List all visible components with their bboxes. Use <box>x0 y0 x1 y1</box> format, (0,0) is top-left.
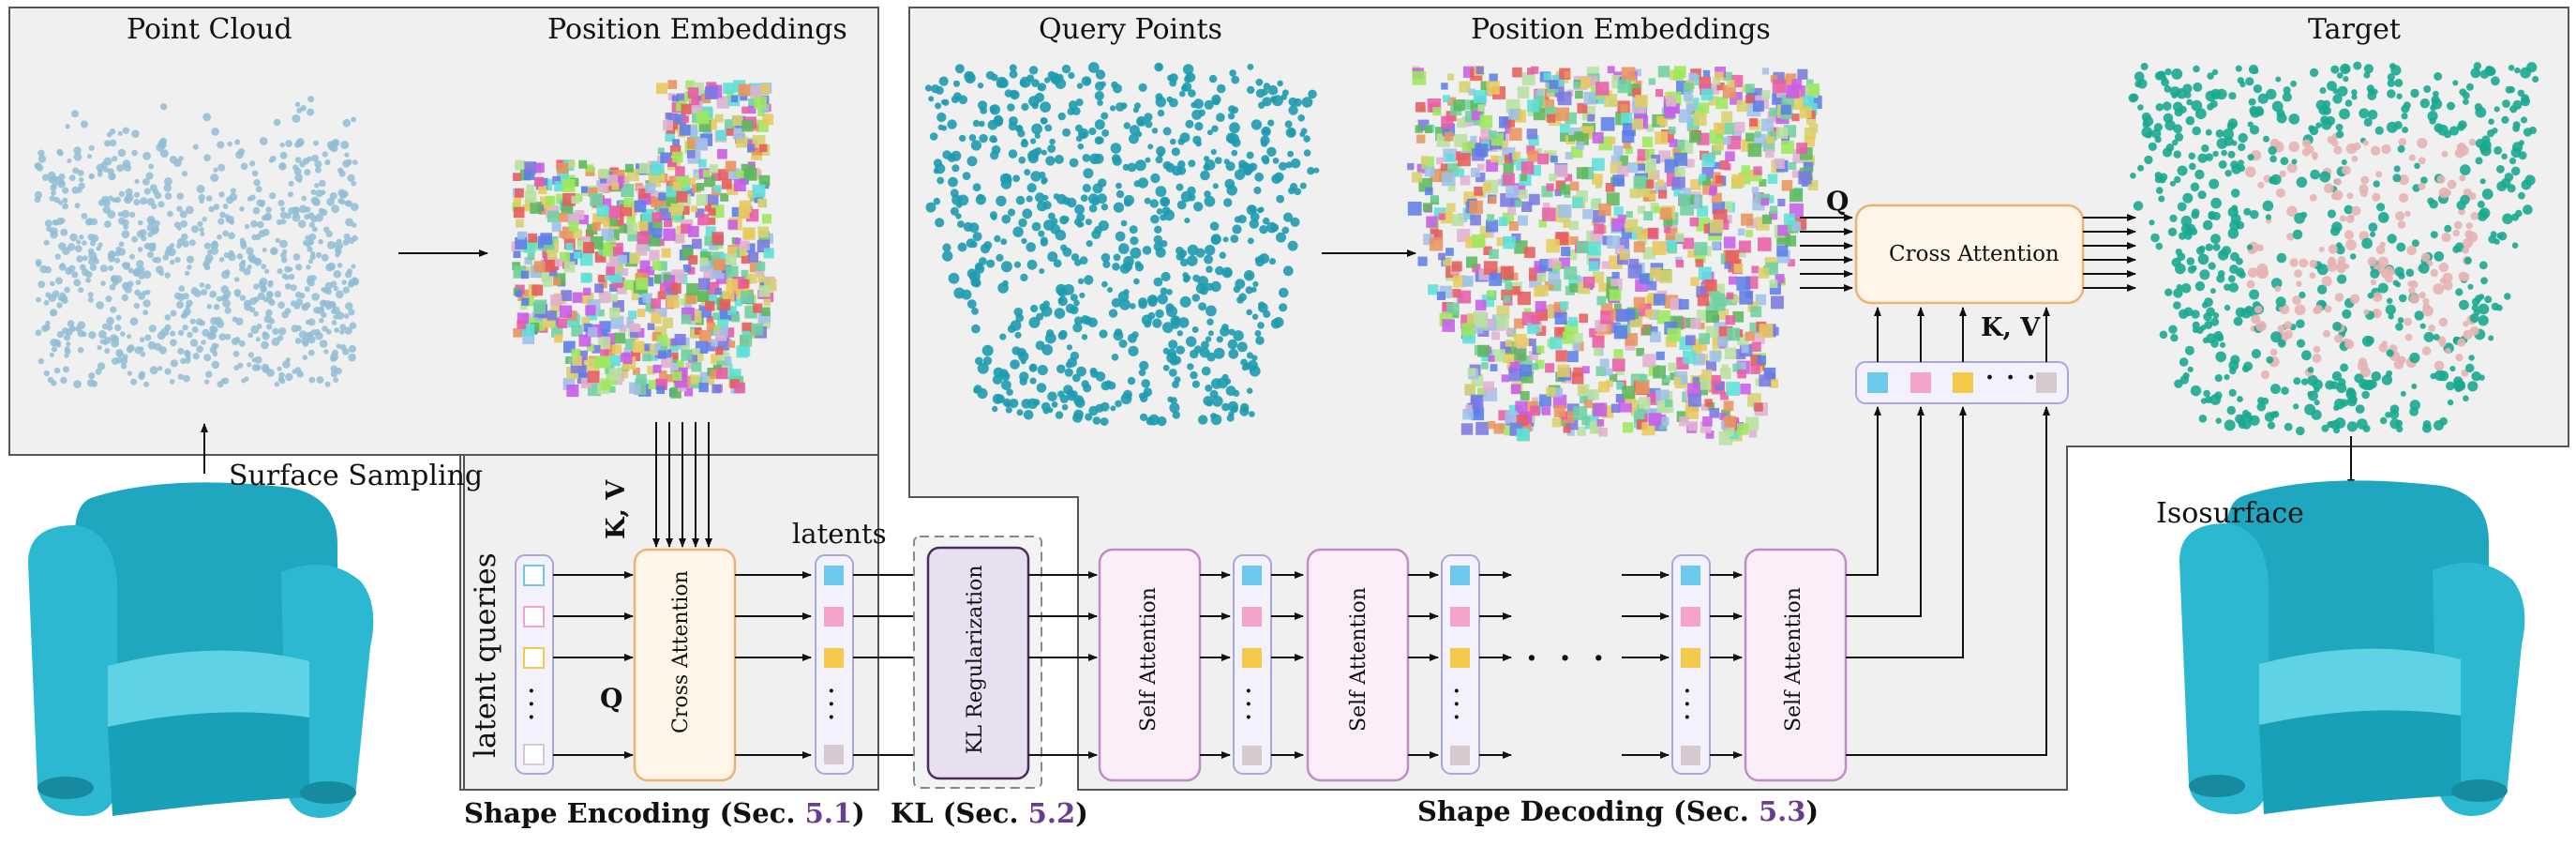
encoder-input-arrows <box>553 571 634 759</box>
shape-encoding-ref[interactable]: 5.1 <box>804 797 853 829</box>
latent-queries-label: latent queries <box>469 552 502 758</box>
encoder-kv-arrows <box>652 422 712 548</box>
encoder-output-arrows <box>735 571 812 759</box>
latents-vdots-2: · · · <box>1245 679 1252 730</box>
latents-label: latents <box>792 518 887 550</box>
kl-output-arrows <box>1028 571 1098 759</box>
kl-close: ) <box>1075 797 1088 829</box>
kl-text: KL (Sec. <box>891 797 1028 829</box>
decoder-cross-attention-label: Cross Attention <box>1889 242 2059 266</box>
latents-vdots-4: · · · <box>1684 679 1691 730</box>
shape-decoding-text: Shape Decoding (Sec. <box>1417 795 1759 827</box>
shape-encoding-caption: Shape Encoding (Sec. 5.1) <box>464 797 865 829</box>
kl-regularization-label: KL Regularization <box>964 565 987 754</box>
self-attention-block <box>1306 548 1410 782</box>
position-embeddings-image <box>511 80 777 399</box>
input-chair-image <box>28 482 374 818</box>
shape-decoding-ref[interactable]: 5.3 <box>1758 795 1806 827</box>
point-cloud-title: Point Cloud <box>127 13 292 46</box>
self-attention-label-2: Self Attention <box>1347 587 1370 732</box>
latents-vdots-3: · · · <box>1453 679 1460 730</box>
decoder-output-arrows <box>2083 214 2136 292</box>
decoder-position-embeddings-title: Position Embeddings <box>1471 13 1771 46</box>
shape-encoding-close: ) <box>852 797 865 829</box>
self-attention-block <box>1098 548 1202 782</box>
decoder-kv-label: K, V <box>1981 313 2041 342</box>
encoder-kv-label: K, V <box>602 479 631 539</box>
decoder-cross-attention-block <box>1854 204 2085 305</box>
decoder-token-ellipsis: · · · <box>1985 364 2038 392</box>
decoder-q-label: Q <box>1826 186 1850 217</box>
latent-to-kv-arrow <box>1846 406 2050 756</box>
latent-to-kv-arrow <box>1846 406 1925 617</box>
encoder-cross-attention-label: Cross Attention <box>669 570 693 733</box>
decoder-q-arrows <box>1800 214 1853 292</box>
latents-vdots: · · · <box>828 679 835 730</box>
shape-decoding-caption: Shape Decoding (Sec. 5.3) <box>1417 795 1819 827</box>
decoder-chain-ellipsis: · · · <box>1526 640 1610 677</box>
kl-ref[interactable]: 5.2 <box>1027 797 1076 829</box>
kl-caption: KL (Sec. 5.2) <box>891 797 1088 829</box>
encoder-position-embeddings-title: Position Embeddings <box>547 13 847 46</box>
self-attention-label-3: Self Attention <box>1782 587 1805 732</box>
surface-sampling-label: Surface Sampling <box>229 460 484 492</box>
self-attention-label-1: Self Attention <box>1137 587 1161 732</box>
shape-encoding-text: Shape Encoding (Sec. <box>464 797 805 829</box>
self-attention-block <box>1744 548 1848 782</box>
latent-column <box>1233 554 1272 775</box>
latent-to-kv-arrow <box>1846 406 1881 576</box>
output-chair-image <box>2179 480 2525 816</box>
target-image <box>2128 61 2539 436</box>
latent-column <box>1441 554 1480 775</box>
query-points-title: Query Points <box>1039 13 1222 46</box>
latent-queries-column <box>515 554 554 775</box>
latent-to-kv-arrow <box>1846 406 1967 658</box>
kl-regularization-block <box>926 546 1030 780</box>
latent-column <box>1671 554 1711 775</box>
decoder-kv-tokens <box>1855 361 2069 404</box>
isosurface-label: Isosurface <box>2156 497 2304 530</box>
target-title: Target <box>2308 13 2401 46</box>
query-points-image <box>924 62 1320 427</box>
latents-column <box>815 554 854 775</box>
decoder-chain <box>1098 406 2050 782</box>
decoder-kv-arrows <box>1874 307 2050 362</box>
shape-decoding-close: ) <box>1805 795 1820 827</box>
encoder-q-label: Q <box>600 683 623 714</box>
latent-queries-vdots: · · · <box>528 679 535 730</box>
decoder-position-embeddings-image <box>1407 66 1822 446</box>
encoder-cross-attention-block <box>633 548 737 782</box>
point-cloud-image <box>34 96 360 388</box>
